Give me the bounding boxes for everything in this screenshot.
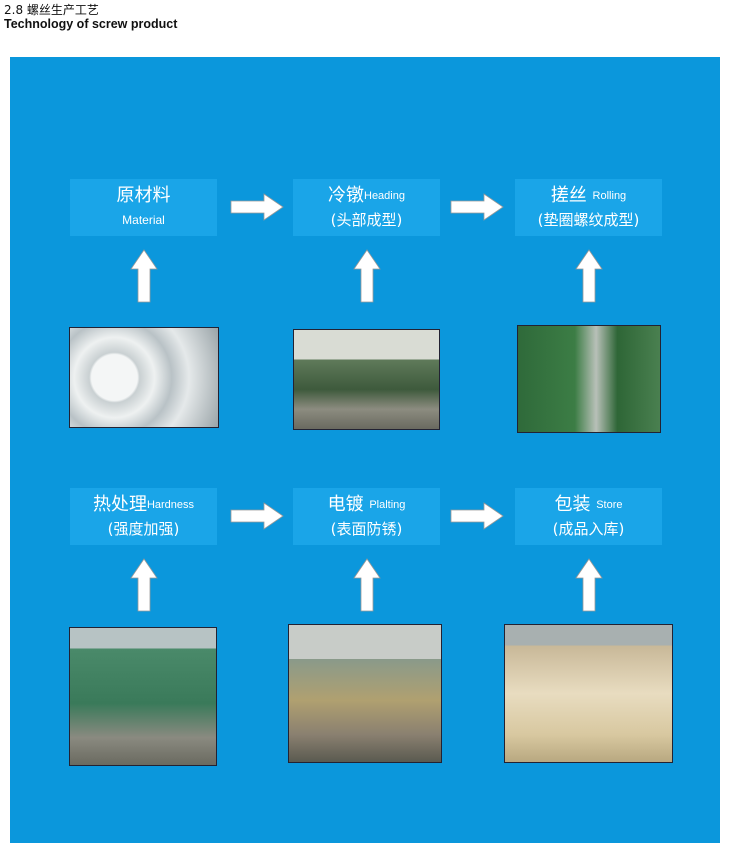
step-cn: 冷镦 [328,185,364,206]
step-en: Rolling [592,190,627,202]
arrow-right-icon [230,193,284,221]
arrow-up-icon [575,249,603,303]
step-store: 包装 Store (成品入库) [515,488,662,545]
step-sub: (成品入库) [552,520,625,538]
step-en: Heading [364,190,405,202]
arrow-up-icon [353,249,381,303]
step-cn: 原材料 [116,185,171,206]
step-sub: (头部成型) [330,211,403,229]
photo-heading-machines [293,329,440,430]
step-en: Material [122,213,165,227]
step-plating: 电镀 Plalting (表面防锈) [293,488,440,545]
arrow-up-icon [353,558,381,612]
photo-wire-coils [69,327,219,428]
step-material: 原材料 Material [70,179,217,236]
arrow-up-icon [130,249,158,303]
arrow-right-icon [450,502,504,530]
arrow-up-icon [130,558,158,612]
arrow-right-icon [230,502,284,530]
photo-plating-line [288,624,442,763]
step-cn: 热处理 [92,494,147,515]
step-cn: 搓丝 [550,185,587,206]
step-en: Store [596,499,623,511]
photo-warehouse-boxes [504,624,673,763]
step-heading: 冷镦Heading (头部成型) [293,179,440,236]
photo-rolling-machines [517,325,661,433]
step-rolling: 搓丝 Rolling (垫圈螺纹成型) [515,179,662,236]
title-en: Technology of screw product [4,17,178,31]
step-cn: 包装 [554,494,591,515]
step-en: Plalting [369,499,406,511]
section-header: 2.8 螺丝生产工艺 Technology of screw product [4,3,177,31]
title-cn: 2.8 螺丝生产工艺 [4,3,99,17]
step-sub: (强度加强) [107,520,180,538]
photo-heat-treatment [69,627,217,766]
arrow-right-icon [450,193,504,221]
process-panel: 原材料 Material 冷镦Heading (头部成型) 搓丝 Rolling… [10,57,720,843]
step-cn: 电镀 [327,494,364,515]
step-hardness: 热处理Hardness (强度加强) [70,488,217,545]
step-sub: (表面防锈) [330,520,403,538]
step-en: Hardness [146,499,195,511]
step-sub: (垫圈螺纹成型) [537,211,640,229]
arrow-up-icon [575,558,603,612]
